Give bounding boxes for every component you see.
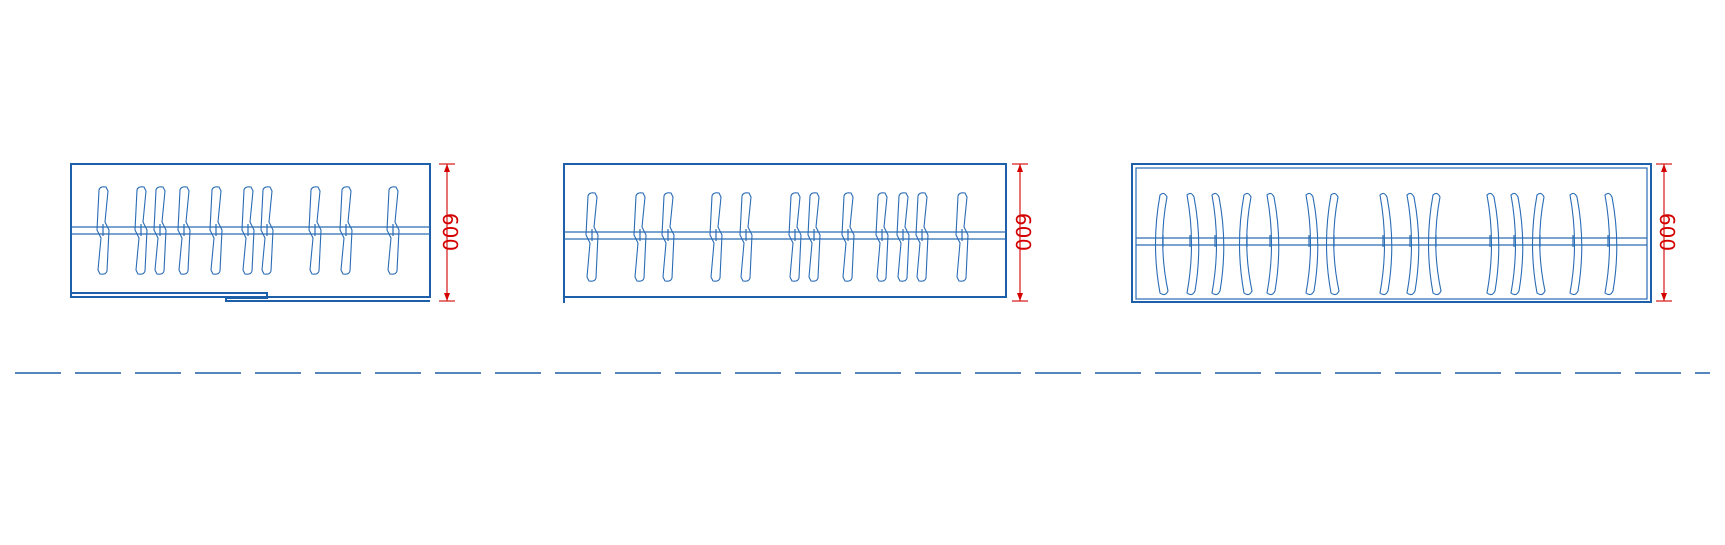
slot (1406, 192, 1420, 296)
slot (841, 192, 855, 282)
slot (339, 186, 353, 275)
panel-left-slots (96, 186, 400, 275)
panel-right-frame-outer (1131, 163, 1652, 303)
slot (1238, 192, 1253, 296)
slot (788, 192, 802, 282)
slot (1531, 192, 1546, 296)
slot (585, 192, 599, 282)
panel-middle-slots (585, 192, 969, 282)
slot (177, 186, 191, 275)
dimension-left: 600 (438, 163, 462, 302)
panel-right-frame-inner (1135, 167, 1648, 300)
dimension-middle-label: 600 (1011, 213, 1035, 251)
panel-left-base-step (71, 292, 430, 302)
slot (209, 186, 223, 275)
slot (1305, 192, 1319, 296)
slot (661, 192, 675, 282)
slot (807, 192, 821, 282)
dimension-left-label: 600 (438, 213, 462, 251)
slot (386, 186, 400, 275)
slot (96, 186, 110, 275)
dimension-right-label: 600 (1655, 213, 1679, 251)
slot (1325, 192, 1340, 296)
slot (709, 192, 723, 282)
slot (1379, 192, 1393, 296)
panel-left (70, 163, 431, 302)
slot (1211, 192, 1225, 296)
slot (1186, 192, 1200, 296)
slot (1510, 192, 1524, 296)
slot (1569, 192, 1583, 296)
slot (260, 186, 274, 275)
slot (1486, 192, 1500, 296)
slot (134, 186, 148, 275)
panel-right (1131, 163, 1652, 303)
slot (915, 192, 929, 282)
panel-right-slots (1154, 192, 1618, 296)
slot (739, 192, 753, 282)
slot (1266, 192, 1280, 296)
slot (153, 186, 167, 275)
slot (241, 186, 255, 275)
slot (308, 186, 322, 275)
dimension-middle: 600 (1011, 163, 1035, 302)
panel-middle (563, 163, 1007, 303)
slot (875, 192, 889, 282)
slot (896, 192, 910, 282)
slot (1154, 192, 1169, 296)
dimension-right: 600 (1655, 163, 1679, 302)
slot (633, 192, 647, 282)
panel-left-frame (70, 163, 431, 298)
panel-middle-frame (563, 163, 1007, 298)
slot (955, 192, 969, 282)
slot (1604, 192, 1618, 296)
slot (1427, 192, 1442, 296)
